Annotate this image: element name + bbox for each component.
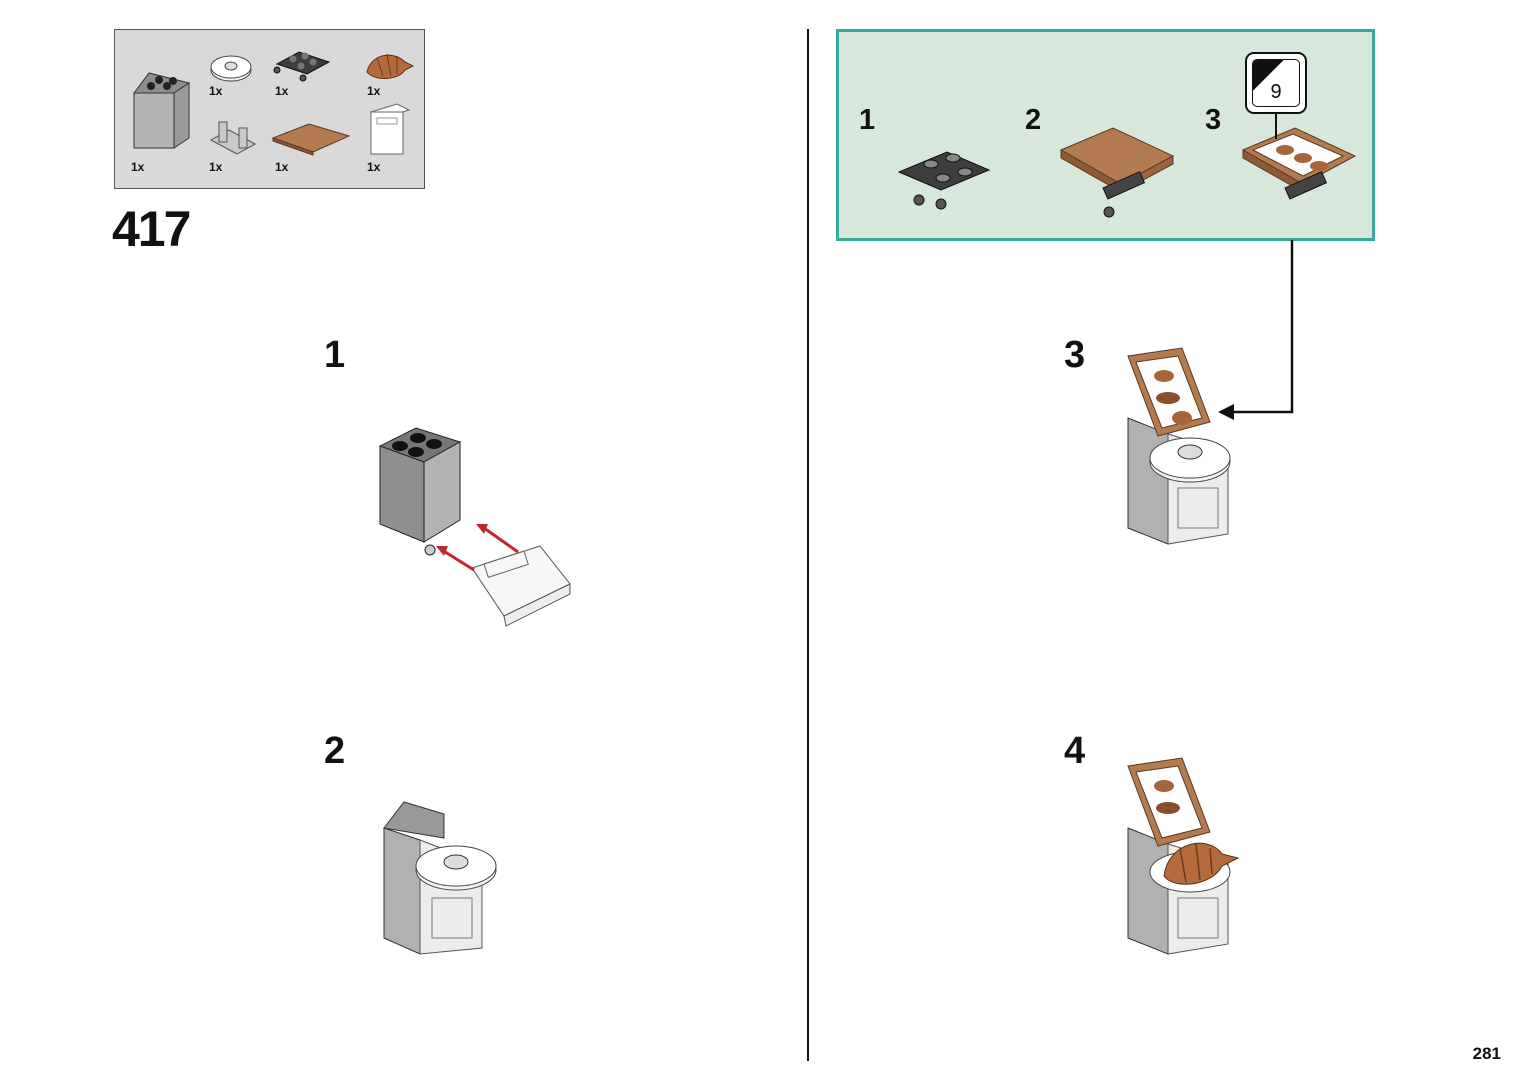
sub-step-number: 1 [859,104,875,137]
sticker-number: 9 [1247,81,1305,104]
part-qty: 1x [209,84,222,98]
substep-number-4: 4 [1064,730,1085,773]
page-divider [807,29,809,1061]
sub-step-2-tile-icon [1059,128,1179,224]
substep-number-1: 1 [324,334,345,377]
part-qty: 1x [209,160,222,174]
step-number: 417 [112,200,189,258]
part-qty: 1x [367,84,380,98]
part-qty: 1x [275,84,288,98]
croissant-icon [363,48,415,82]
sub-step-1-plate-icon [897,144,997,214]
nougat-tile-icon [271,122,351,156]
part-qty: 1x [275,160,288,174]
sub-step-number: 2 [1025,104,1041,137]
sticker-pointer-line [1272,113,1282,143]
white-door-icon [367,102,413,156]
sub-step-number: 3 [1205,104,1221,137]
bracket-icon [207,120,257,162]
sub-assembly-box: 1 2 3 9 [836,29,1375,241]
substep-2-illustration [380,798,490,958]
substep-number-2: 2 [324,730,345,773]
sub-step-3-decorated-tile-icon [1241,128,1359,224]
round-tile-icon [209,52,253,82]
sticker-badge: 9 [1245,52,1307,114]
page-number: 281 [1473,1044,1501,1064]
substep-3-illustration [1124,348,1254,548]
substep-4-illustration [1124,758,1254,958]
substep-1-illustration [380,428,580,638]
part-qty: 1x [131,160,144,174]
parts-list-box: 1x 1x 1x 1x 1x 1x 1x [114,29,425,189]
substep-number-3: 3 [1064,334,1085,377]
part-qty: 1x [367,160,380,174]
wheel-plate-icon [273,48,333,82]
container-part-icon [129,78,199,148]
